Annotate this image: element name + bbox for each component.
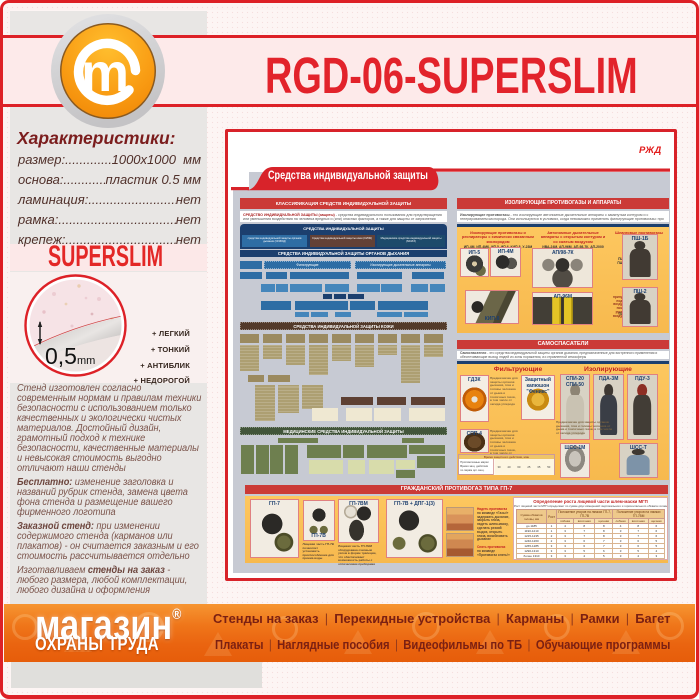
svg-text:m: m: [81, 43, 129, 103]
